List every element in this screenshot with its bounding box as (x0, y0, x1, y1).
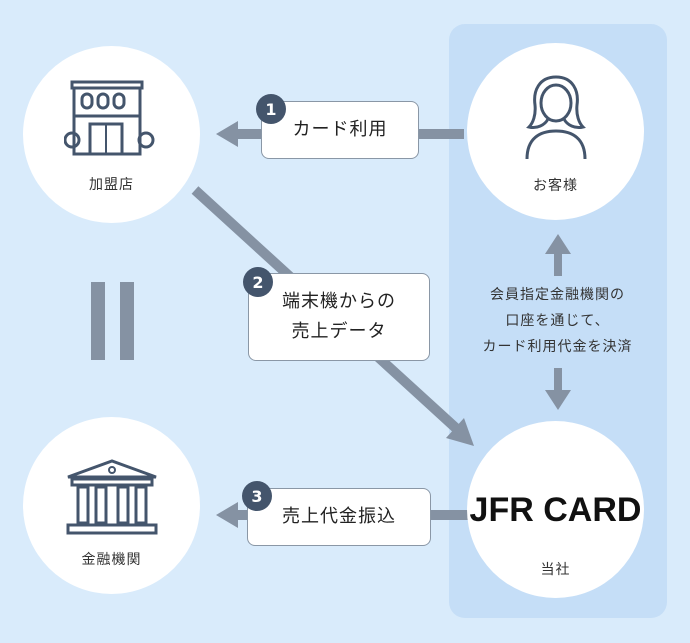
step-2-box: 端末機からの 売上データ (248, 273, 430, 361)
bank-node: 金融機関 (23, 417, 200, 594)
settlement-note-line3: カード利用代金を決済 (482, 339, 633, 355)
customer-node: お客様 (467, 43, 644, 220)
step-3-text: 売上代金振込 (282, 506, 396, 527)
equal-sign-right-bar (120, 282, 134, 360)
company-label: 当社 (540, 562, 571, 578)
arrow-step-3-head (216, 502, 238, 528)
step-1-text: カード利用 (292, 119, 388, 140)
equal-sign-left-bar (91, 282, 105, 360)
arrow-step-2-head (446, 418, 474, 446)
merchant-label: 加盟店 (89, 177, 134, 193)
bank-building-icon (66, 459, 158, 535)
step-2-text-line2: 売上データ (291, 321, 387, 342)
step-1-box: カード利用 (261, 101, 419, 159)
arrow-down-head (545, 390, 571, 410)
company-node: JFR CARD 当社 (467, 421, 644, 598)
step-1-badge: 1 (256, 94, 286, 124)
settlement-note: 会員指定金融機関の 口座を通じて、 カード利用代金を決済 (455, 282, 660, 360)
step-2-badge: 2 (243, 267, 273, 297)
arrow-step-1-head (216, 121, 238, 147)
step-3-box: 売上代金振込 (247, 488, 431, 546)
jfr-card-logo: JFR CARD (469, 491, 642, 529)
step-2-text-line1: 端末機からの (282, 291, 396, 312)
store-building-icon (64, 80, 155, 156)
customer-label: お客様 (533, 178, 578, 194)
arrow-up-head (545, 234, 571, 254)
bank-label: 金融機関 (81, 552, 142, 568)
settlement-note-line1: 会員指定金融機関の (490, 287, 625, 303)
settlement-note-line2: 口座を通じて、 (505, 313, 610, 329)
step-3-badge: 3 (242, 481, 272, 511)
person-icon (525, 75, 587, 160)
merchant-node: 加盟店 (23, 46, 200, 223)
